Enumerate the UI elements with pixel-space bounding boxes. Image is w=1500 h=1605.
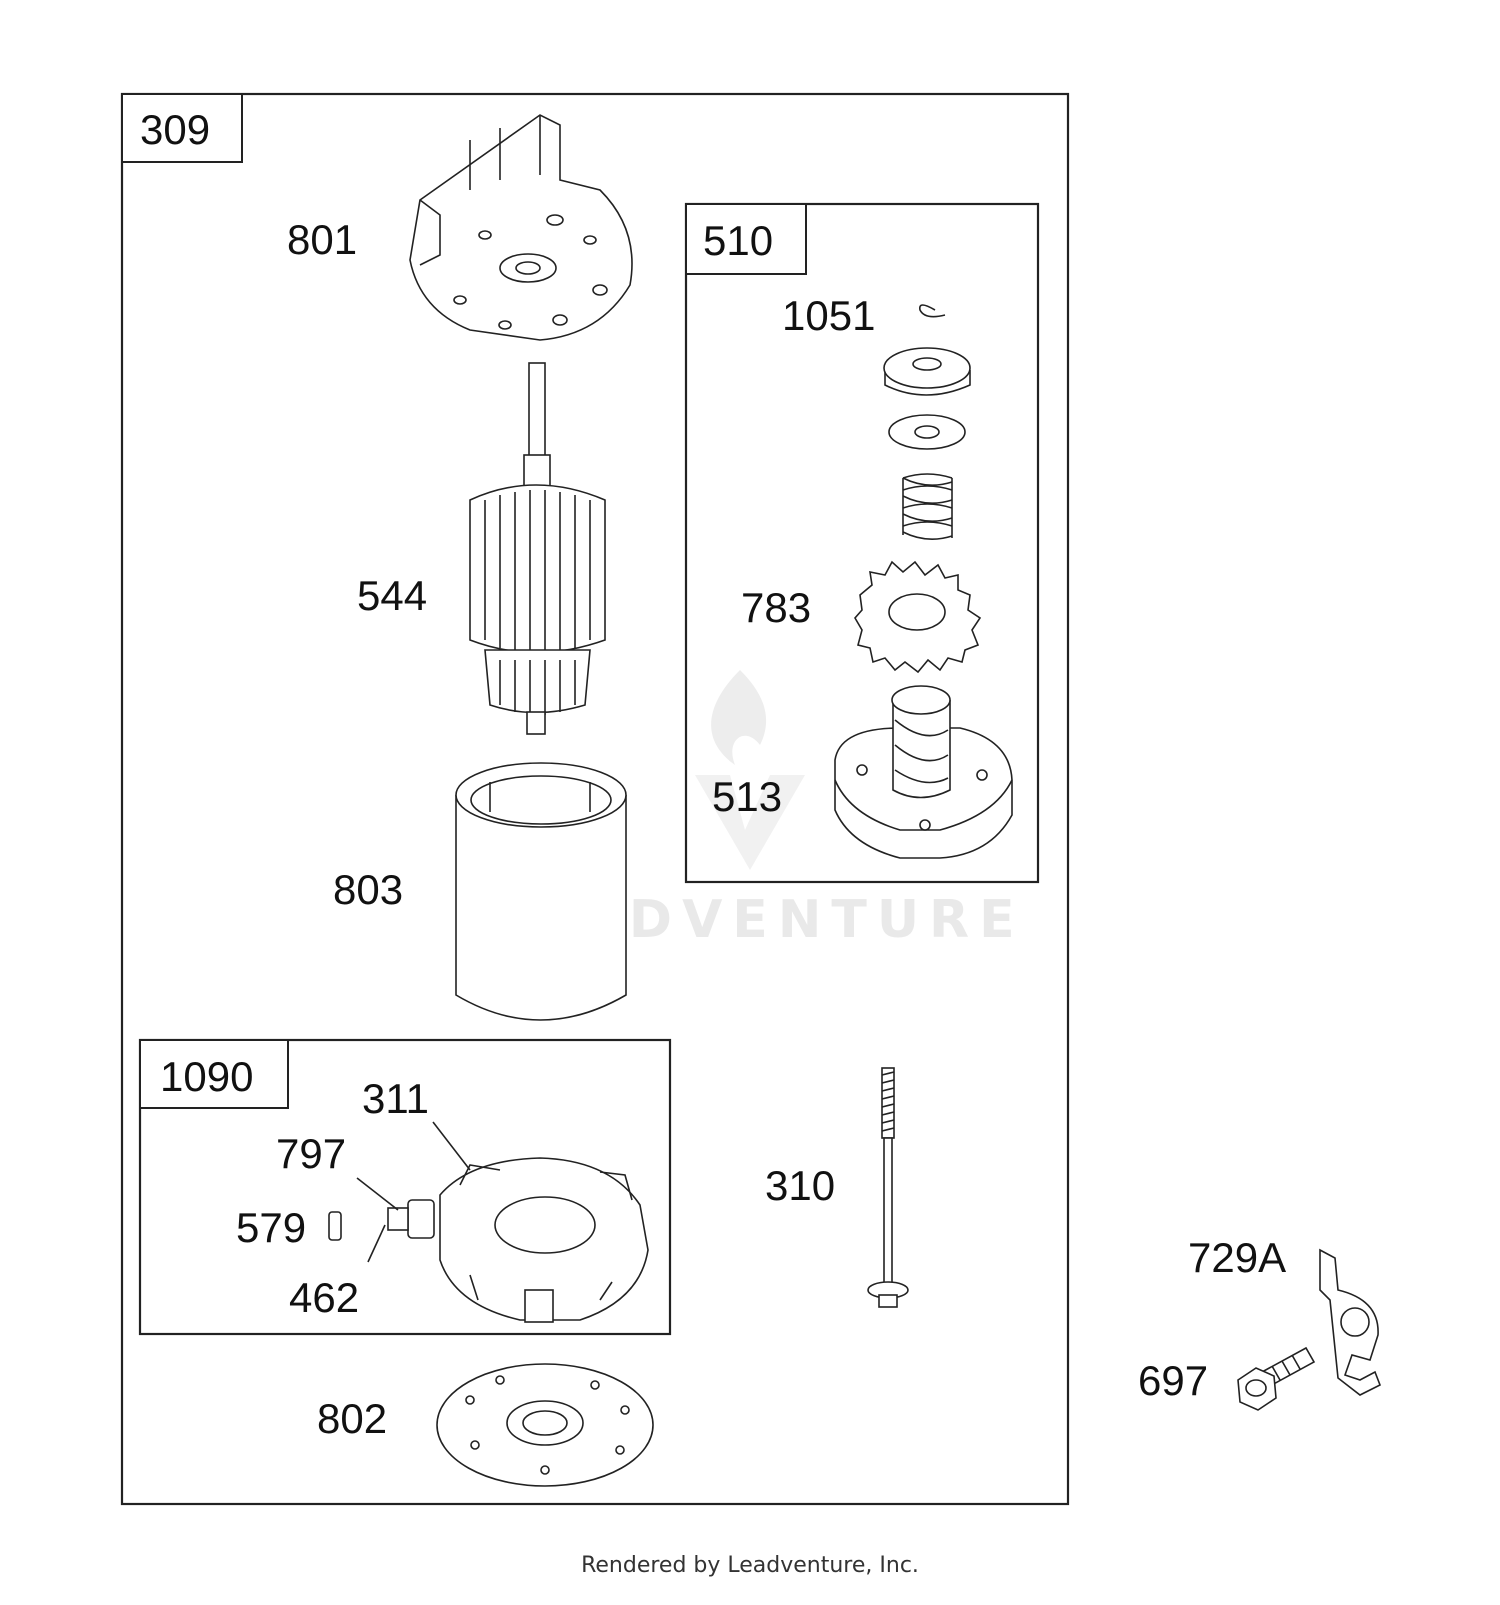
part-spring[interactable] [902,473,953,540]
group-309-label-box [121,93,243,163]
part-washer[interactable] [888,414,966,450]
group-1090-box [138,1038,672,1336]
leader-line-797 [356,1177,399,1211]
part-803-housing[interactable] [455,762,627,1021]
part-802-end-plate[interactable] [436,1363,654,1487]
group-1090-label-box [139,1039,289,1109]
part-729A-label[interactable]: 729A [1188,1234,1286,1281]
group-510-label[interactable]: 510 [703,217,773,264]
part-1051-label[interactable]: 1051 [782,292,875,339]
group-510-label-box [685,203,807,275]
part-797-label[interactable]: 797 [276,1130,346,1177]
part-803-label[interactable]: 803 [333,866,403,913]
part-579-label[interactable]: 579 [236,1204,306,1251]
part-783-pinion-gear[interactable] [854,560,982,674]
group-309-box [120,92,1070,1506]
group-309-label[interactable]: 309 [140,106,210,153]
part-801-end-cap[interactable] [409,114,633,341]
part-797-terminal[interactable] [387,1199,435,1239]
part-311-brush-holder[interactable] [439,1157,649,1323]
part-544-armature[interactable] [469,362,606,735]
part-697-screw[interactable] [1237,1346,1316,1411]
part-stop-nut[interactable] [883,347,971,396]
part-697-label[interactable]: 697 [1138,1357,1208,1404]
part-729A-bracket[interactable] [1319,1248,1382,1396]
part-579-insulator[interactable] [328,1211,342,1241]
part-801-label[interactable]: 801 [287,216,357,263]
part-513-helix-plate[interactable] [834,685,1013,859]
leader-line-311 [432,1121,471,1171]
part-311-label[interactable]: 311 [362,1075,429,1122]
part-513-label[interactable]: 513 [712,773,782,820]
footer-credit: Rendered by Leadventure, Inc. [581,1553,919,1578]
part-310-label[interactable]: 310 [765,1162,835,1209]
leader-line-462 [367,1224,386,1263]
group-510-box [684,202,1040,884]
part-802-label[interactable]: 802 [317,1395,387,1442]
part-462-label[interactable]: 462 [289,1274,359,1321]
group-1090-label[interactable]: 1090 [160,1053,253,1100]
part-544-label[interactable]: 544 [357,572,427,619]
watermark-flame-icon [711,670,767,765]
part-783-label[interactable]: 783 [741,584,811,631]
part-1051-ring[interactable] [919,304,946,318]
part-310-through-bolt[interactable] [867,1067,909,1308]
watermark-v-icon [695,775,805,870]
